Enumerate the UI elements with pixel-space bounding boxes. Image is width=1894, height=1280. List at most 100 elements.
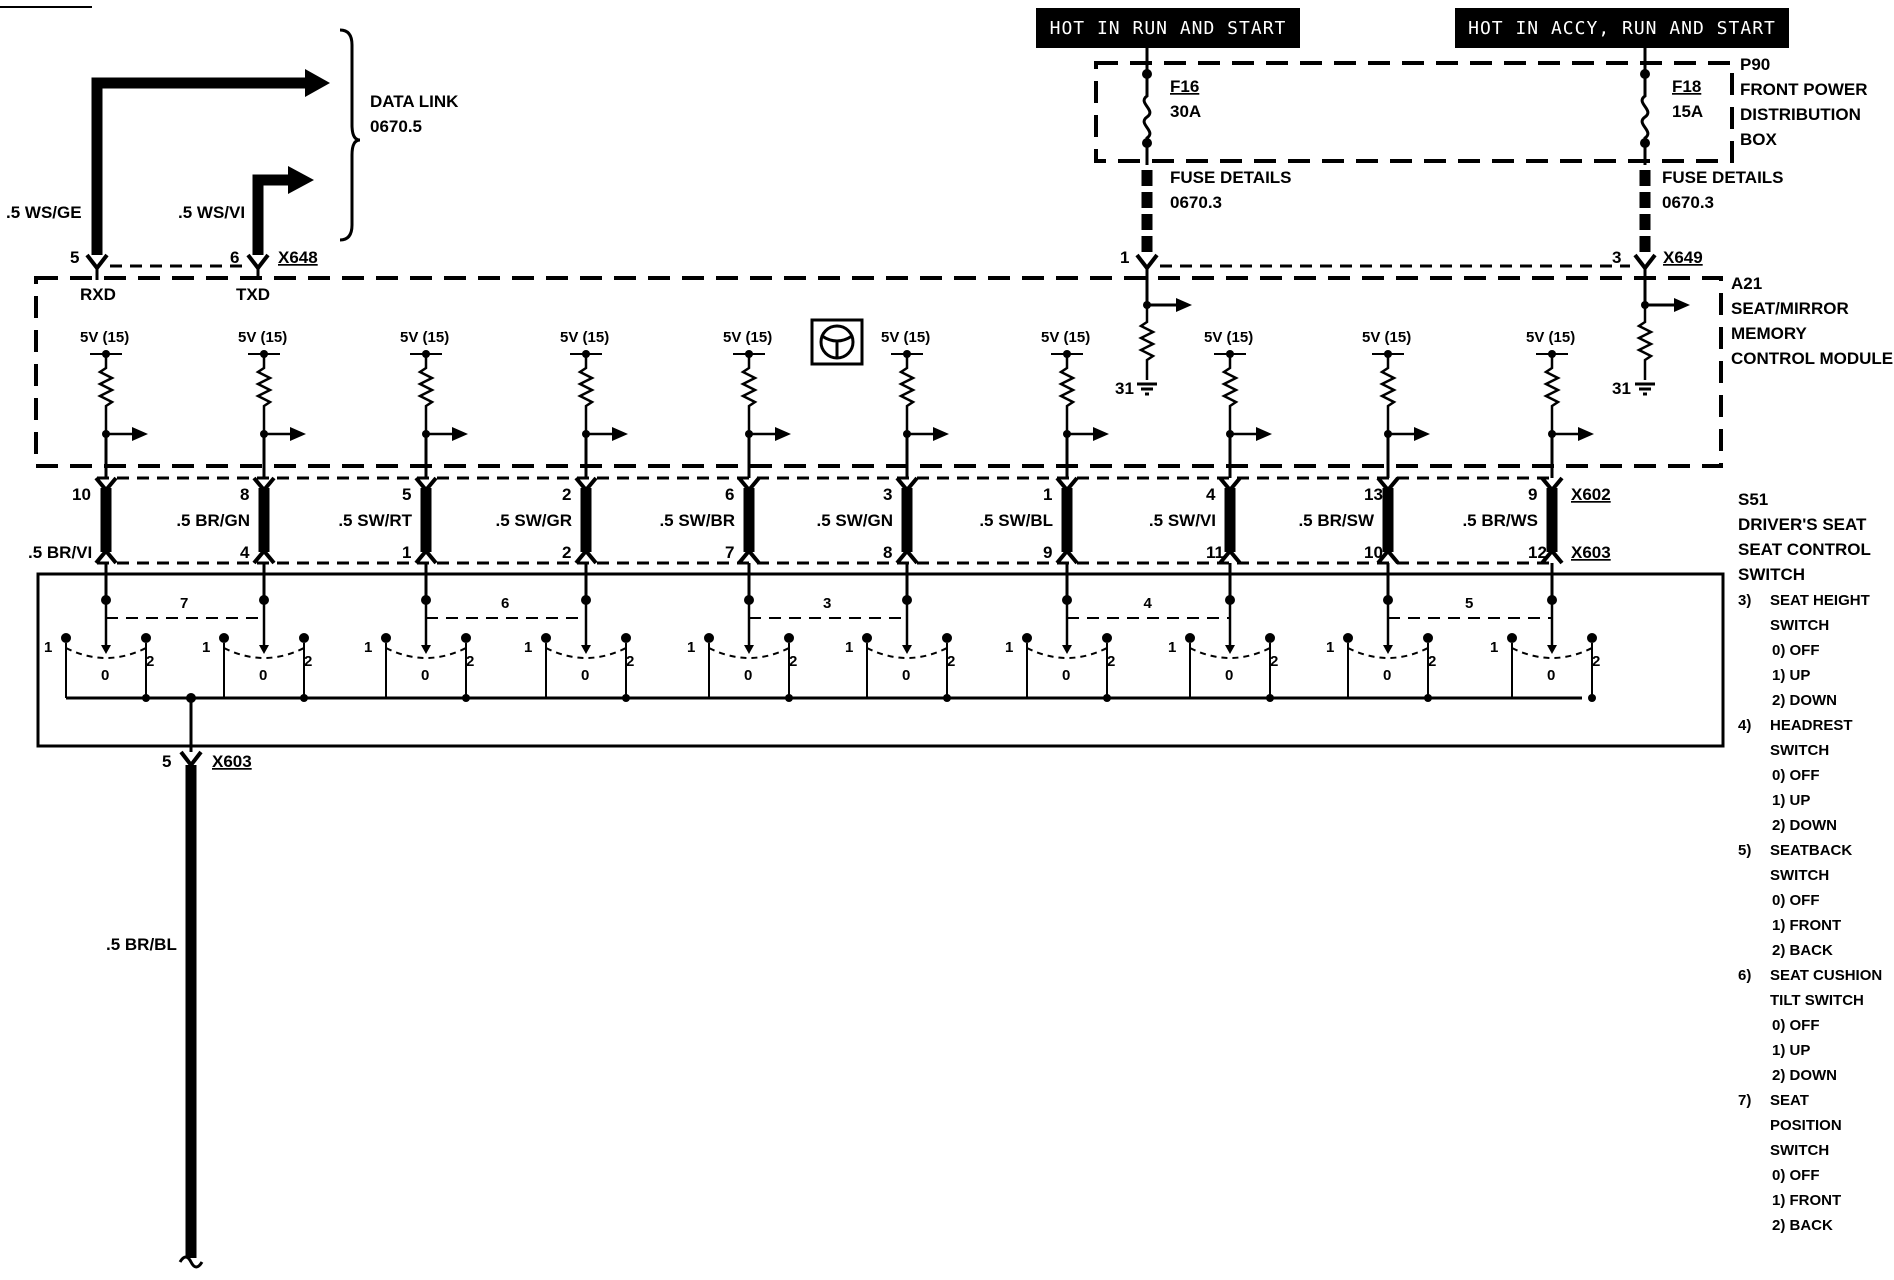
connector-x602-label: X602 (1571, 485, 1611, 504)
pos-2: 2 (1107, 653, 1115, 670)
wire-color: .5 SW/GR (495, 511, 572, 530)
pos-0: 0 (101, 667, 109, 684)
txd-label: TXD (236, 285, 270, 304)
supply-label: 5V (15) (560, 329, 609, 346)
pos-1: 1 (687, 639, 695, 656)
ground-pin-5: 5 (162, 752, 171, 771)
pos-2: 2 (304, 653, 312, 670)
switch-assembly-id: S51 (1738, 490, 1768, 509)
legend-number: 7) (1738, 1092, 1751, 1109)
channel-1: 5V (15)10 (72, 329, 148, 605)
wire-br-bl: .5 BR/BL (106, 935, 177, 954)
pos-2: 2 (466, 653, 474, 670)
connector-x648-label: X648 (278, 248, 318, 267)
wire-color: .5 BR/GN (176, 511, 250, 530)
fuse-f16-rating: 30A (1170, 102, 1201, 121)
supply-label: 5V (15) (400, 329, 449, 346)
connector-x648 (85, 253, 270, 272)
wire-color: .5 BR/SW (1298, 511, 1375, 530)
lower-pin: 11 (1206, 543, 1224, 562)
data-link-brace (339, 28, 361, 242)
switch-group-3: 3 (749, 595, 907, 619)
legend-position: 0) OFF (1772, 767, 1820, 784)
pos-2: 2 (1592, 653, 1600, 670)
channel-6: 5V (15)3.5 SW/GN8 (816, 329, 949, 605)
pos-1: 1 (1005, 639, 1013, 656)
fuse-f16-name: F16 (1170, 77, 1199, 96)
pos-2: 2 (1428, 653, 1436, 670)
power-pin-3: 3 (1612, 248, 1621, 267)
channel-4: 5V (15)2.5 SW/GR2 (495, 329, 628, 605)
switch-group-4: 4 (1067, 595, 1230, 619)
upper-pin: 5 (402, 485, 411, 504)
switch-contact-8: 102 (1168, 600, 1278, 702)
lower-pin: 7 (725, 543, 734, 562)
upper-pin: 1 (1043, 485, 1052, 504)
wire-color: .5 SW/GN (816, 511, 893, 530)
upper-pin: 8 (240, 485, 249, 504)
ground-label-3: 31 (1612, 379, 1631, 398)
seat-control-switch-box (36, 572, 1725, 748)
upper-pin: 4 (1206, 485, 1216, 504)
legend-number: 4) (1738, 717, 1751, 734)
data-link-ref: 0670.5 (370, 117, 422, 136)
legend-position: 1) UP (1772, 792, 1810, 809)
legend-name: SWITCH (1770, 742, 1829, 759)
upper-pin: 6 (725, 485, 734, 504)
upper-pin: 3 (883, 485, 892, 504)
power-pin-1: 1 (1120, 248, 1129, 267)
lower-pin: 8 (883, 543, 892, 562)
switch-group-6: 6 (426, 595, 586, 619)
power-distribution-box (1094, 61, 1734, 163)
pos-1: 1 (1490, 639, 1498, 656)
power-input-3 (1635, 268, 1690, 396)
lower-pin: 1 (402, 543, 411, 562)
switch-group-number: 7 (180, 595, 188, 612)
wire-br-vi: .5 BR/VI (28, 543, 92, 562)
switch-contact-9: 102 (1326, 600, 1436, 702)
wire-ws-ge: .5 WS/GE (6, 203, 82, 222)
lower-pin: 10 (1364, 543, 1383, 562)
legend-position: 2) DOWN (1772, 692, 1837, 709)
pos-1: 1 (524, 639, 532, 656)
pos-0: 0 (421, 667, 429, 684)
switch-contact-10: 1 0 2 (1490, 600, 1600, 702)
upper-pin: 10 (72, 485, 91, 504)
legend-position: 1) FRONT (1772, 917, 1841, 934)
wire-color: .5 BR/WS (1462, 511, 1538, 530)
data-link-title: DATA LINK (370, 92, 459, 111)
supply-label: 5V (15) (238, 329, 287, 346)
lower-pin: 9 (1043, 543, 1052, 562)
switch-contact-4: 102 (524, 600, 634, 702)
module-desc-1: SEAT/MIRROR (1731, 299, 1849, 318)
legend-name: POSITION (1770, 1117, 1842, 1134)
power-input-1 (1137, 268, 1192, 396)
module-id: A21 (1731, 274, 1762, 293)
pos-2: 2 (1270, 653, 1278, 670)
pos-2: 2 (789, 653, 797, 670)
legend-position: 0) OFF (1772, 1167, 1820, 1184)
pos-0: 0 (1547, 667, 1555, 684)
channel-2: 5V (15)8.5 BR/GN4 (176, 329, 306, 605)
module-desc-2: MEMORY (1731, 324, 1808, 343)
pos-0: 0 (1225, 667, 1233, 684)
pos-2: 2 (626, 653, 634, 670)
legend-name: SWITCH (1770, 617, 1829, 634)
data-pin-5: 5 (70, 248, 79, 267)
switch-assembly-desc-2: SEAT CONTROL (1738, 540, 1871, 559)
pos-0: 0 (744, 667, 752, 684)
seat-mirror-memory-module (34, 276, 1723, 468)
fuse-ref-left: 0670.3 (1170, 193, 1222, 212)
fuse-details-left: FUSE DETAILS (1170, 168, 1292, 187)
legend-position: 0) OFF (1772, 1017, 1820, 1034)
switch-group-number: 4 (1144, 595, 1153, 612)
legend-number: 6) (1738, 967, 1751, 984)
supply-label: 5V (15) (1041, 329, 1090, 346)
pos-0: 0 (1383, 667, 1391, 684)
